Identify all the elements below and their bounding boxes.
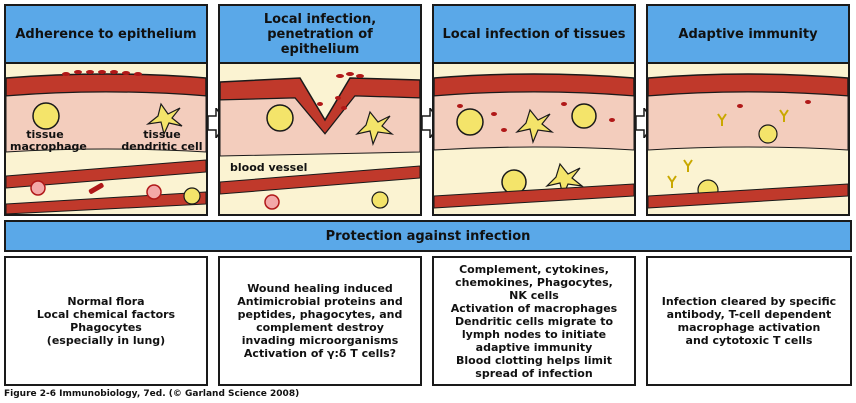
protection-box: Infection cleared by specific antibody, … [646,256,852,386]
panel-header: Local infection of tissues [434,6,634,64]
protection-text: Infection cleared by specific antibody, … [661,295,837,347]
protection-bar: Protection against infection [4,220,852,252]
panel-header: Local infection, penetration of epitheli… [220,6,420,64]
panel-header: Adherence to epithelium [6,6,206,64]
panel-local-infection-tissues: Local infection of tissues [432,4,636,216]
panel-local-infection: Local infection, penetration of epitheli… [218,4,422,216]
figure-caption: Figure 2-6 Immunobiology, 7ed. (© Garlan… [4,389,300,399]
panel-header: Adaptive immunity [648,6,848,64]
panel-title: Adherence to epithelium [15,26,197,42]
panel-title: Local infection of tissues [442,26,626,42]
panel-title: Local infection, penetration of epitheli… [263,11,377,57]
panel-title: Adaptive immunity [678,26,818,42]
protection-text: Wound healing induced Antimicrobial prot… [237,282,403,360]
panel-adaptive-immunity: Adaptive immunity [646,4,850,216]
protection-text: Complement, cytokines, chemokines, Phago… [450,262,618,380]
tissue-illustration [6,64,206,214]
protection-title: Protection against infection [325,228,531,244]
blood-vessel-label: blood vessel [230,161,308,174]
protection-text: Normal flora Local chemical factors Phag… [36,295,176,347]
tissue-illustration [648,64,848,214]
tissue-illustration [220,64,420,214]
tissue-illustration [434,64,634,214]
protection-box: Normal flora Local chemical factors Phag… [4,256,208,386]
protection-box: Complement, cytokines, chemokines, Phago… [432,256,636,386]
protection-box: Wound healing induced Antimicrobial prot… [218,256,422,386]
